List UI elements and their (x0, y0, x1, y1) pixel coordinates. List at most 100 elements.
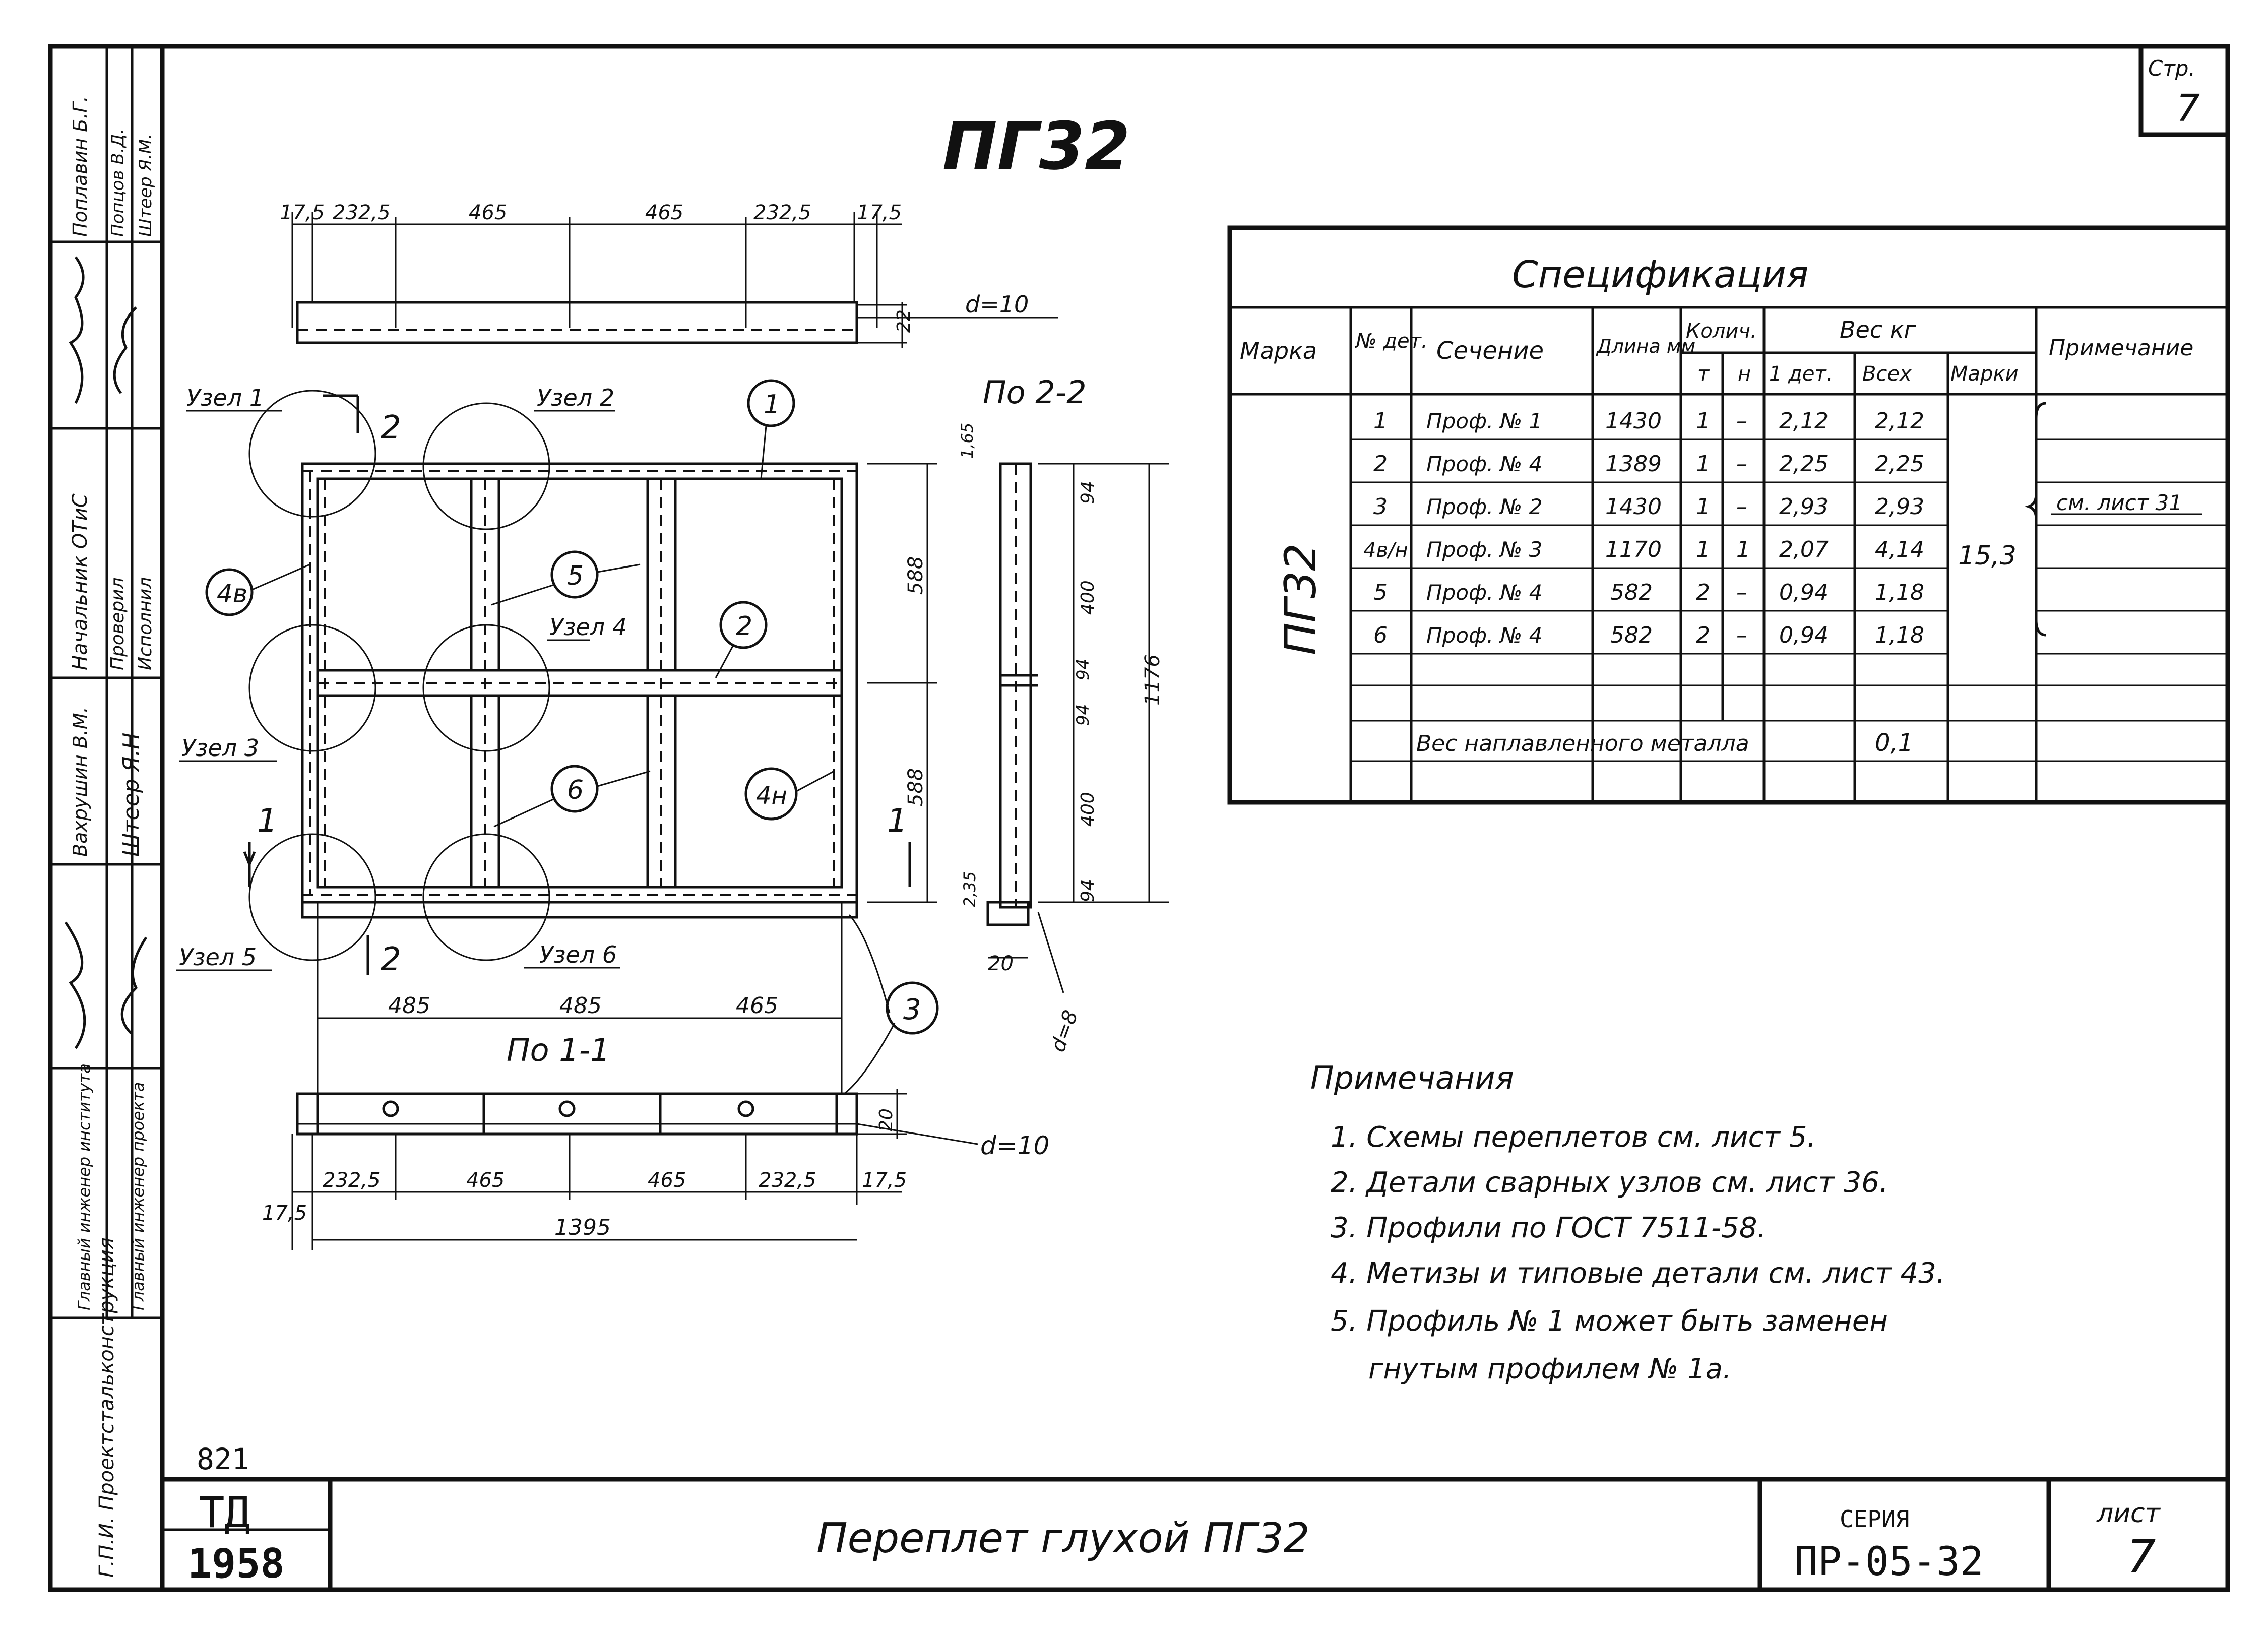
series-value: ПР-05-32 (1794, 1539, 1984, 1585)
note-5: 5. Профиль № 1 может быть заменен (1331, 1305, 1888, 1338)
d-side: d=8 (1046, 1007, 1083, 1055)
side-dim-3: 94 (1073, 659, 1093, 680)
part-5-label: 5 (567, 561, 584, 591)
dim-mid-2: 485 (559, 993, 602, 1019)
svg-text:1: 1 (1696, 408, 1710, 434)
part-2-callout (719, 601, 768, 649)
spec-h-marka: Марка (1240, 337, 1317, 364)
td-label: ТД (199, 1488, 250, 1537)
svg-text:Проф. № 2: Проф. № 2 (1426, 494, 1542, 519)
section-2-2: По 2-2 94 400 94 94 400 94 1176 1,65 2,3… (958, 374, 1169, 1055)
note-1: 1. Схемы переплетов см. лист 5. (1331, 1121, 1816, 1154)
svg-text:2,12: 2,12 (1779, 408, 1829, 434)
dim-top-5: 232,5 (753, 201, 811, 224)
spec-mark: ПГ32 (1276, 543, 1326, 655)
part-4n-callout (744, 767, 798, 821)
spec-row-5: 5 Проф. № 4 582 2 – 0,94 1,18 (1373, 580, 1924, 605)
note-3: 3. Профили по ГОСТ 7511-58. (1331, 1212, 1766, 1244)
spec-table: Спецификация Марка № дет. Сечение Длина … (1227, 225, 2230, 805)
note-4: 4. Метизы и типовые детали см. лист 43. (1331, 1257, 1945, 1290)
frame-front-view: 17,5 232,5 465 465 232,5 17,5 22 d=10 (176, 201, 1058, 1250)
node-label-3: Узел 3 (181, 734, 259, 762)
svg-text:–: – (1736, 494, 1747, 520)
signature-2 (113, 306, 137, 394)
signature-1 (69, 256, 85, 404)
notes-title: Примечания (1310, 1059, 1514, 1096)
spec-weld-value: 0,1 (1875, 729, 1913, 757)
svg-text:0,94: 0,94 (1779, 580, 1829, 605)
signer-poptsov: Попцов В.Д. (108, 129, 128, 237)
svg-text:Проф. № 4: Проф. № 4 (1426, 623, 1542, 648)
spec-row-2: 2 Проф. № 4 1389 1 – 2,25 2,25 (1373, 451, 1924, 477)
side-small-1: 1,65 (958, 423, 977, 459)
signature-3 (64, 921, 86, 1049)
node-label-1: Узел 1 (186, 384, 264, 411)
role-executed: Исполнил (135, 577, 156, 670)
signer-poplavin: Поплавин Б.Г. (69, 96, 91, 237)
node-circle-6 (422, 833, 550, 961)
svg-text:1: 1 (1696, 537, 1710, 562)
spec-mark-weight: 15,3 (1958, 541, 2017, 571)
dim-bot-5: 17,5 (862, 1169, 907, 1192)
bolt-2 (558, 1100, 576, 1117)
node-circle-1 (248, 390, 376, 518)
signer-shteer-2: Штеер Я.Н (118, 733, 144, 857)
spec-h-w-mark: Марки (1950, 362, 2019, 386)
flange-top-height: 22 (894, 309, 914, 333)
spec-row-3: 3 Проф. № 2 1430 1 – 2,93 2,93 (1373, 494, 1924, 520)
section-2-label: По 2-2 (983, 374, 1087, 411)
side-dim-4: 94 (1073, 704, 1093, 726)
svg-text:2: 2 (1696, 622, 1710, 648)
svg-text:0,94: 0,94 (1779, 622, 1829, 648)
svg-text:2: 2 (1373, 451, 1388, 477)
dim-bot-3: 465 (648, 1169, 686, 1192)
spec-h-det: № дет. (1355, 330, 1428, 353)
svg-text:1170: 1170 (1605, 537, 1662, 562)
signer-shteer: Штеер Я.М. (136, 134, 156, 237)
left-strip: Поплавин Б.Г. Попцов В.Д. Штеер Я.М. Нач… (50, 46, 162, 1578)
spec-row-6: 6 Проф. № 4 582 2 – 0,94 1,18 (1373, 622, 1924, 648)
svg-text:1430: 1430 (1605, 494, 1662, 520)
svg-text:Проф. № 4: Проф. № 4 (1426, 580, 1542, 605)
node-circle-3 (248, 624, 376, 752)
svg-text:1430: 1430 (1605, 408, 1662, 434)
node-circle-5 (248, 833, 376, 961)
cut-2-bottom: 2 (381, 941, 401, 978)
signer-vakhrushin: Вахрушин В.М. (69, 707, 91, 857)
node-circle-4 (422, 624, 550, 752)
svg-text:–: – (1736, 408, 1747, 434)
dim-top-4: 465 (645, 201, 683, 224)
title-code: ПГ32 (942, 108, 1130, 184)
dim-bot-2: 465 (466, 1169, 505, 1192)
spec-h-qty-t: т (1697, 362, 1710, 386)
part-3-callout (886, 981, 939, 1035)
role-chief-engineer-project: Главный инженер проекта (129, 1082, 148, 1310)
svg-text:5: 5 (1373, 580, 1388, 605)
svg-text:Проф. № 1: Проф. № 1 (1426, 409, 1542, 433)
svg-text:6: 6 (1373, 622, 1388, 648)
svg-text:1,18: 1,18 (1875, 622, 1924, 648)
side-small-2: 2,35 (960, 871, 979, 907)
svg-text:4в/н: 4в/н (1363, 539, 1408, 562)
drawing-title: Переплет глухой ПГ32 (816, 1515, 1310, 1562)
note-2: 2. Детали сварных узлов см. лист 36. (1331, 1166, 1888, 1199)
part-6-callout (550, 765, 599, 813)
part-1-label: 1 (764, 390, 780, 420)
dim-bot-1: 232,5 (323, 1169, 381, 1192)
part-4v-label: 4в (217, 579, 247, 608)
svg-text:1: 1 (1696, 494, 1710, 520)
svg-text:2,93: 2,93 (1779, 494, 1829, 520)
part-3-label: 3 (903, 993, 921, 1026)
svg-text:2,25: 2,25 (1779, 451, 1829, 477)
side-dim-6: 94 (1078, 879, 1098, 902)
cut-1-left: 1 (257, 802, 278, 840)
svg-text:3: 3 (1373, 494, 1388, 520)
dim-bot-left: 17,5 (262, 1202, 307, 1225)
spec-row-4: 4в/н Проф. № 3 1170 1 1 2,07 4,14 (1363, 537, 1924, 562)
stamp-number: 821 (197, 1442, 249, 1476)
svg-text:Проф. № 3: Проф. № 3 (1426, 537, 1542, 562)
spec-title: Спецификация (1512, 253, 1808, 296)
part-2-label: 2 (736, 611, 752, 642)
svg-text:Проф. № 4: Проф. № 4 (1426, 452, 1542, 476)
